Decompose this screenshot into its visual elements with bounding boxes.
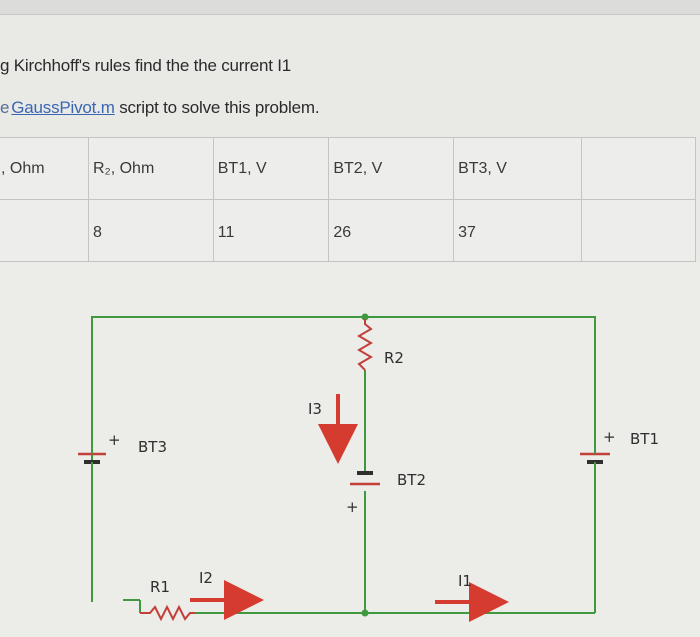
- junction-top: [361, 313, 369, 321]
- table-header-cell: BT3, V: [453, 137, 582, 200]
- bt2-label: BT2: [397, 471, 426, 489]
- bt2-battery-symbol: [350, 471, 380, 486]
- parameter-table: , Ohm R₂, Ohm BT1, V BT2, V BT3, V 8 11 …: [0, 137, 697, 262]
- table-cell: 26: [328, 199, 455, 262]
- table-header-cell: BT2, V: [328, 137, 455, 200]
- r1-resistor-symbol: [140, 604, 195, 622]
- circuit-area: + BT3 + BT1 + BT2 R2 R1 I3 I2 I1: [0, 262, 700, 637]
- bt1-plus-label: +: [603, 428, 616, 446]
- table-cell: 11: [212, 199, 330, 262]
- r1-label: R1: [150, 578, 170, 596]
- r2-label: R2: [384, 349, 404, 367]
- table-header-cell: BT1, V: [212, 137, 330, 200]
- junction-bottom: [361, 609, 369, 617]
- bt3-label: BT3: [138, 438, 167, 456]
- wire-outer-top: [91, 316, 596, 602]
- r2-resistor-symbol: [357, 319, 373, 371]
- table-cell: [580, 199, 697, 262]
- i2-label: I2: [199, 569, 213, 587]
- line-lead: e: [0, 98, 10, 117]
- line-rest: script to solve this problem.: [114, 98, 320, 117]
- i3-label: I3: [308, 400, 322, 418]
- bt3-plus-label: +: [108, 431, 121, 449]
- problem-instruction: g Kirchhoff's rules find the the current…: [0, 56, 292, 75]
- table-row: 8 11 26 37: [0, 199, 697, 262]
- i1-label: I1: [458, 572, 472, 590]
- top-edge: [0, 0, 700, 15]
- circuit-wires: [91, 316, 596, 614]
- bt1-label: BT1: [630, 430, 659, 448]
- table-header-cell: , Ohm: [0, 137, 89, 200]
- bt2-plus-label: +: [346, 498, 359, 516]
- table-header-cell: R₂, Ohm: [87, 137, 214, 200]
- table-cell: [0, 199, 89, 262]
- bt3-battery-symbol: [78, 440, 106, 470]
- table-cell: 37: [453, 199, 582, 262]
- table-cell: 8: [87, 199, 214, 262]
- bt1-battery-symbol: [580, 440, 610, 468]
- gausspivot-link[interactable]: GaussPivot.m: [11, 98, 115, 117]
- circuit-diagram: + BT3 + BT1 + BT2 R2 R1 I3 I2 I1: [78, 313, 659, 622]
- table-header-cell: [580, 137, 697, 200]
- table-header-row: , Ohm R₂, Ohm BT1, V BT2, V BT3, V: [0, 137, 697, 200]
